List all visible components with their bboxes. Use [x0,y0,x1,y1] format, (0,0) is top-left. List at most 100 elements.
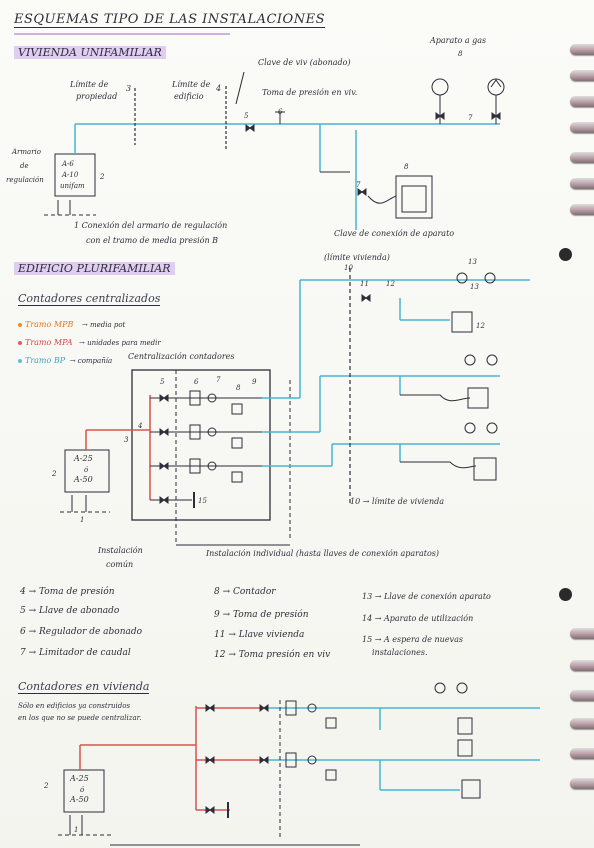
tramo-bp-note: → compañía [69,357,113,365]
tramo-bp-bullet [18,359,22,363]
legend-9: 9 → Toma de presión [214,610,309,620]
armario-box-line-2: A-10 [62,171,79,179]
armario-viv-line-3: A-50 [70,795,89,804]
binder-ring [570,204,594,215]
label-limite-edificio-1: Límite de [172,80,211,89]
num-3: 3 [126,84,132,93]
tramo-mpa-bullet [18,341,22,345]
section-heading-plurifamiliar: EDIFICIO PLURIFAMILIAR [14,262,175,275]
legend-15: 15 → A espera de nuevas [362,635,463,644]
num-3-pluri: 3 [124,436,129,444]
binder-hole [559,588,572,601]
num-8-pluri: 8 [236,384,241,392]
label-armario-2: de [20,162,29,170]
label-inst-comun-2: común [106,560,134,569]
label-inst-comun-1: Instalación [98,546,143,555]
num-7-pluri: 7 [216,376,221,384]
num-12-b: 12 [476,322,485,330]
aparato-gas-1 [431,78,449,96]
num-12: 12 [386,280,395,288]
num-7: 7 [356,181,361,189]
binder-ring [570,628,594,639]
label-limite-propiedad-1: Límite de [70,80,109,89]
diagram-plurifamiliar [60,268,530,546]
label-limite-edificio-2: edificio [174,92,204,101]
binder-ring [570,660,594,671]
label-toma-presion-viv: Toma de presión en viv. [262,88,358,97]
legend-14: 14 → Aparato de utilización [362,614,474,623]
diagram-unifamiliar [44,71,505,230]
binder-ring [570,690,594,701]
legend-15-cont: instalaciones. [372,648,428,657]
num-2-viv: 2 [44,782,49,790]
legend-4: 4 → Toma de presión [20,587,115,597]
legend-11: 11 → Llave vivienda [214,630,305,640]
tramo-mpa-label: Tramo MPA [25,338,73,347]
aparato-gas-2 [487,78,505,96]
num-10: 10 [344,264,353,272]
tramo-mpb-bullet [18,323,22,327]
vivienda-note-2: en los que no se puede centralizar. [18,714,142,722]
num-15-pluri: 15 [198,497,207,505]
binder-ring [570,70,594,81]
label-armario-3: regulación [6,176,44,184]
legend-5: 5 → Llave de abonado [20,606,120,616]
armario-box-line-1: A-6 [62,160,74,168]
subheading-contadores-vivienda: Contadores en vivienda [18,680,150,694]
label-armario-1: Armario [12,148,42,156]
legend-7: 7 → Limitador de caudal [20,648,131,658]
tramo-mpb: Tramo MPB → media pot [18,320,125,329]
legend-12: 12 → Toma presión en viv [214,650,331,660]
armario-viv-line-2: ó [80,786,85,794]
num-1-viv: 1 [74,826,79,834]
nota-armario-1: 1 Conexión del armario de regulación [74,221,228,230]
diagram-contadores-vivienda [58,682,540,846]
armario-pluri-line-3: A-50 [74,475,93,484]
centralizacion-contadores-box [131,369,271,521]
tramo-bp: Tramo BP → compañía [18,356,112,365]
label-limite-vivienda-10: 10 → límite de vivienda [350,497,445,506]
armario-box-line-3: unifam [60,182,85,190]
armario-pluri-box [64,449,110,493]
label-limite-vivienda: (límite vivienda) [324,253,390,262]
binder-ring [570,718,594,729]
num-4-pluri: 4 [138,422,143,430]
label-clave-viv: Clave de viv (abonado) [258,58,351,67]
label-clave-conexion: Clave de conexión de aparato [334,229,455,238]
armario-regulacion-box [54,153,96,197]
num-5-pluri: 5 [160,378,165,386]
num-7-right: 7 [468,114,473,122]
binder-ring [570,96,594,107]
num-1-pluri: 1 [80,516,85,524]
legend-13: 13 → Llave de conexión aparato [362,592,491,601]
binder-ring [570,778,594,789]
num-8-top: 8 [458,50,463,58]
page-title: ESQUEMAS TIPO DE LAS INSTALACIONES [14,12,325,28]
armario-viv-line-1: A-25 [70,774,89,783]
num-6-pluri: 6 [194,378,199,386]
num-11: 11 [360,280,369,288]
section-heading-unifamiliar: VIVIENDA UNIFAMILIAR [14,46,166,59]
binder-ring [570,152,594,163]
llave-abonado-unifam [245,124,255,132]
num-13-b: 13 [470,283,479,291]
tramo-mpa-note: → unidades para medir [79,339,161,347]
cocina-aparato [395,175,433,219]
tramo-bp-label: Tramo BP [25,356,66,365]
tramo-mpb-label: Tramo MPB [25,320,74,329]
nota-armario-2: con el tramo de media presión B [86,236,219,245]
binder-hole [559,248,572,261]
num-9-pluri: 9 [252,378,257,386]
legend-8: 8 → Contador [214,587,276,597]
label-centralizacion: Centralización contadores [128,352,235,361]
subheading-centralizados: Contadores centralizados [18,292,161,306]
binder-ring [570,122,594,133]
vivienda-note-1: Sólo en edificios ya construidos [18,702,131,710]
legend-6: 6 → Regulador de abonado [20,627,143,637]
label-aparato-gas: Aparato a gas [430,36,487,45]
num-2-pluri: 2 [52,470,57,478]
num-8: 8 [404,163,409,171]
tramo-mpa: Tramo MPA → unidades para medir [18,338,161,347]
